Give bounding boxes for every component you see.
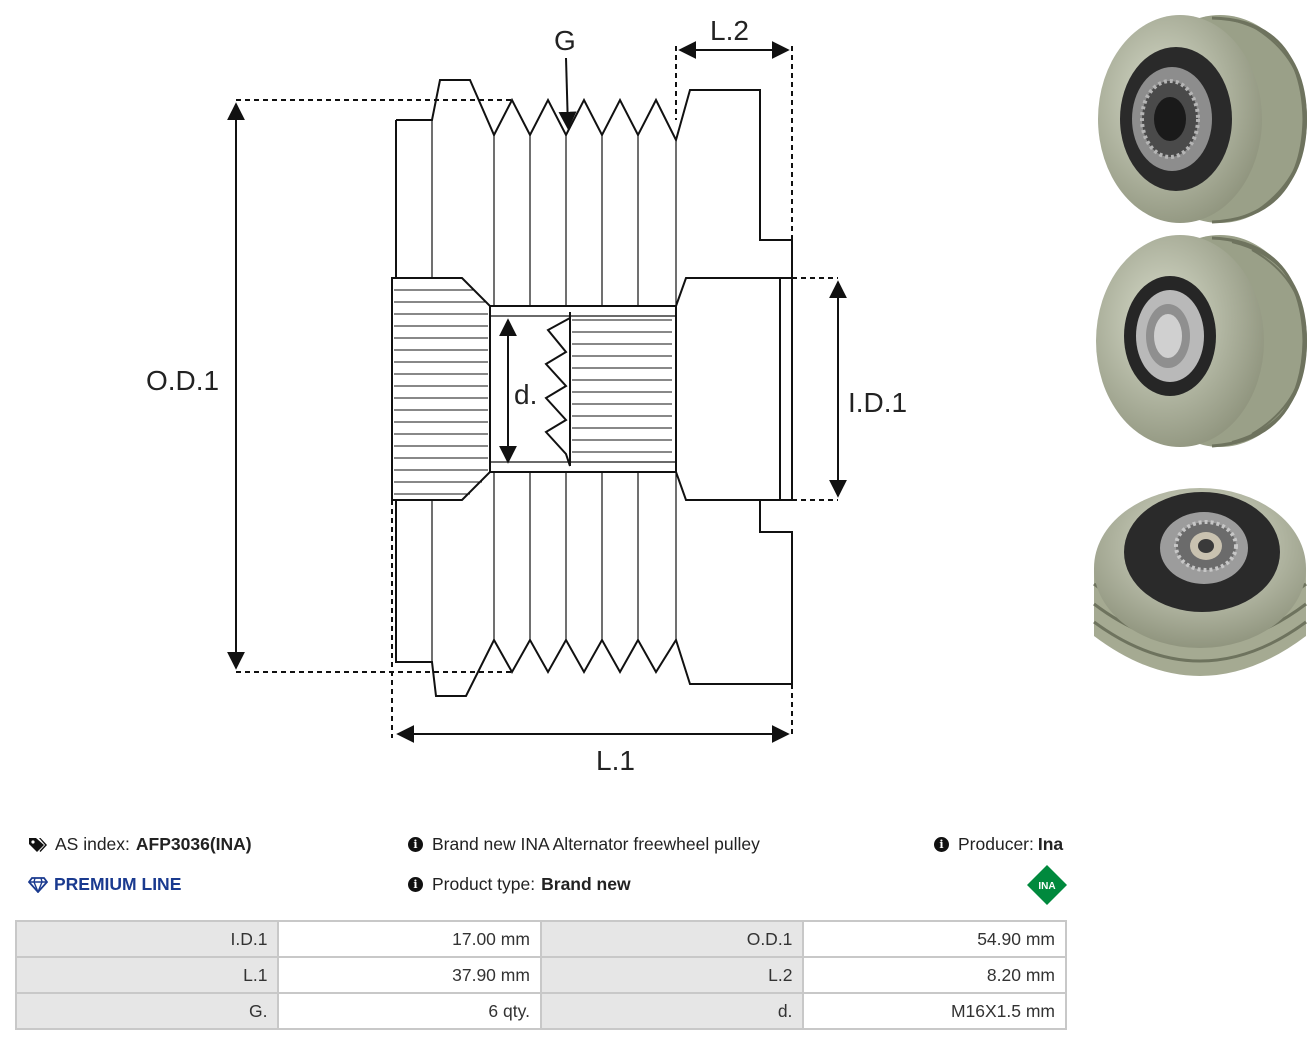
spec-label: I.D.1 <box>14 920 280 958</box>
specs-table: I.D.1 17.00 mm O.D.1 54.90 mm L.1 37.90 … <box>14 920 1067 1030</box>
pulley-photo-back-bearing <box>1096 235 1308 448</box>
label-l2: L.2 <box>710 15 749 46</box>
spline-hatch <box>394 289 488 495</box>
spec-value: 8.20 mm <box>802 956 1067 994</box>
info-icon: i <box>408 877 423 892</box>
spec-label: L.2 <box>539 956 805 994</box>
spec-label: G. <box>14 992 280 1030</box>
pulley-photo-icon <box>1098 15 1308 224</box>
label-l1: L.1 <box>596 745 635 776</box>
spec-value: M16X1.5 mm <box>802 992 1067 1030</box>
pulley-photo-front-threaded <box>1093 488 1307 676</box>
table-row: I.D.1 17.00 mm O.D.1 54.90 mm <box>14 920 1067 958</box>
thread-hatch <box>572 319 672 453</box>
pulley-photo-icon <box>1096 235 1308 448</box>
spec-label: L.1 <box>14 956 280 994</box>
producer-label: Producer: <box>958 834 1034 854</box>
ina-logo: INA <box>1027 865 1067 905</box>
producer-line: i Producer: Ina <box>934 834 1063 855</box>
label-id1: I.D.1 <box>848 387 907 418</box>
right-hub <box>675 277 793 501</box>
info-icon: i <box>408 837 423 852</box>
description-line: i Brand new INA Alternator freewheel pul… <box>408 834 760 855</box>
thread-profile <box>544 317 571 467</box>
product-type-value: Brand new <box>541 874 631 894</box>
label-od1: O.D.1 <box>146 365 219 396</box>
spec-label: d. <box>539 992 805 1030</box>
ina-logo-text: INA <box>1038 881 1055 892</box>
table-row: L.1 37.90 mm L.2 8.20 mm <box>14 956 1067 994</box>
info-icon: i <box>934 837 949 852</box>
center-bore <box>490 305 676 473</box>
premium-line: PREMIUM LINE <box>28 874 181 895</box>
pulley-photo-front-splined <box>1098 15 1308 224</box>
groove-lines <box>431 120 677 662</box>
diamond-icon <box>28 876 48 893</box>
label-d: d. <box>514 379 537 410</box>
splined-hub <box>391 277 491 501</box>
pulley-photo-icon <box>1093 488 1307 676</box>
pulley-outline-bottom <box>395 499 793 697</box>
product-description: Brand new INA Alternator freewheel pulle… <box>432 834 760 854</box>
technical-drawing: G L.2 O.D.1 d. I.D.1 L.1 <box>146 15 907 776</box>
premium-line-label: PREMIUM LINE <box>54 874 182 894</box>
label-g: G <box>554 25 576 56</box>
spec-value: 37.90 mm <box>277 956 542 994</box>
tags-icon <box>29 837 47 852</box>
spec-value: 54.90 mm <box>802 920 1067 958</box>
as-index-value: AFP3036(INA) <box>135 834 252 854</box>
spec-value: 17.00 mm <box>277 920 542 958</box>
product-type-label: Product type: <box>432 874 536 894</box>
producer-value: Ina <box>1037 834 1064 854</box>
spec-label: O.D.1 <box>539 920 805 958</box>
dimension-arrows <box>227 41 847 743</box>
table-row: G. 6 qty. d. M16X1.5 mm <box>14 992 1067 1030</box>
as-index-label: AS index: <box>55 834 130 854</box>
product-type-line: i Product type: Brand new <box>408 874 631 895</box>
as-index-line: AS index: AFP3036(INA) <box>28 834 252 855</box>
spec-value: 6 qty. <box>277 992 542 1030</box>
extension-lines <box>236 46 838 738</box>
pulley-outline-top <box>395 79 793 278</box>
